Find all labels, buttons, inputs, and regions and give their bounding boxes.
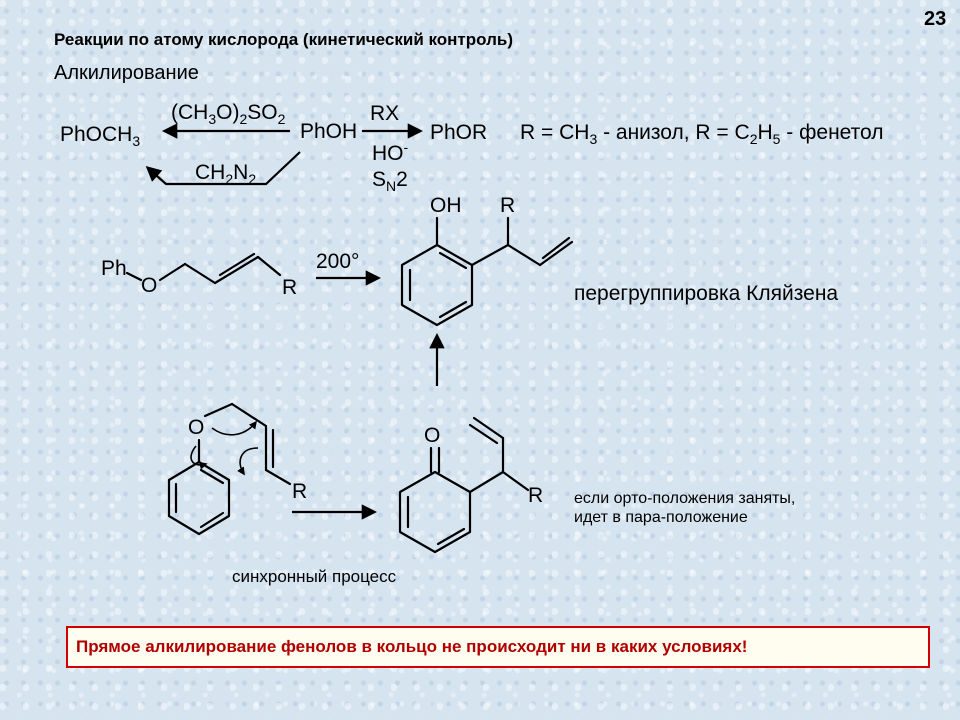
claisen-label: перегруппировка Кляйзена xyxy=(574,282,838,305)
slide-title: Реакции по атому кислорода (кинетический… xyxy=(54,30,514,49)
svg-text:O: O xyxy=(141,274,157,297)
reagent-dimethyl-sulfate: (CH3O)2SO2 xyxy=(171,101,286,127)
reagent-rx: RX xyxy=(370,102,399,125)
r-definition: R = CH3 - анизол, R = C2H5 - фенетол xyxy=(520,121,884,147)
cyclohexadienone-intermediate: O R xyxy=(398,416,543,554)
mechanism-label: синхронный процесс xyxy=(232,567,397,586)
svg-text:O: O xyxy=(188,416,204,439)
slide-number: 23 xyxy=(924,8,947,30)
svg-text:O: O xyxy=(424,424,440,447)
temperature-label: 200° xyxy=(316,250,359,273)
transition-state: O R xyxy=(167,402,307,536)
reagent-hydroxide: HO- xyxy=(372,139,409,165)
para-note-line1: если орто-положения заняты, xyxy=(574,490,795,507)
svg-text:OH: OH xyxy=(430,194,462,217)
para-note-line2: идет в пара-положение xyxy=(574,509,748,526)
footer-note-box: Прямое алкилирование фенолов в кольцо не… xyxy=(66,626,930,668)
svg-text:R: R xyxy=(292,480,307,503)
product-phoch3: PhOCH3 xyxy=(60,123,140,149)
reactant-phoh: PhOH xyxy=(300,120,357,143)
reagent-sn2: SN2 xyxy=(372,168,408,194)
svg-text:R: R xyxy=(282,276,297,299)
product-phor: PhOR xyxy=(430,121,487,144)
svg-text:R: R xyxy=(528,484,543,507)
svg-text:Ph: Ph xyxy=(101,257,127,280)
ortho-allyl-phenol: OH R xyxy=(400,194,574,327)
arrow-methylation-diazomethane xyxy=(145,151,301,186)
reagent-diazomethane: CH2N2 xyxy=(195,161,256,187)
allyl-phenyl-ether: Ph O R xyxy=(101,252,297,299)
slide-subtitle: Алкилирование xyxy=(54,62,199,84)
svg-text:R: R xyxy=(500,194,515,217)
footer-note-text: Прямое алкилирование фенолов в кольцо не… xyxy=(76,637,748,656)
